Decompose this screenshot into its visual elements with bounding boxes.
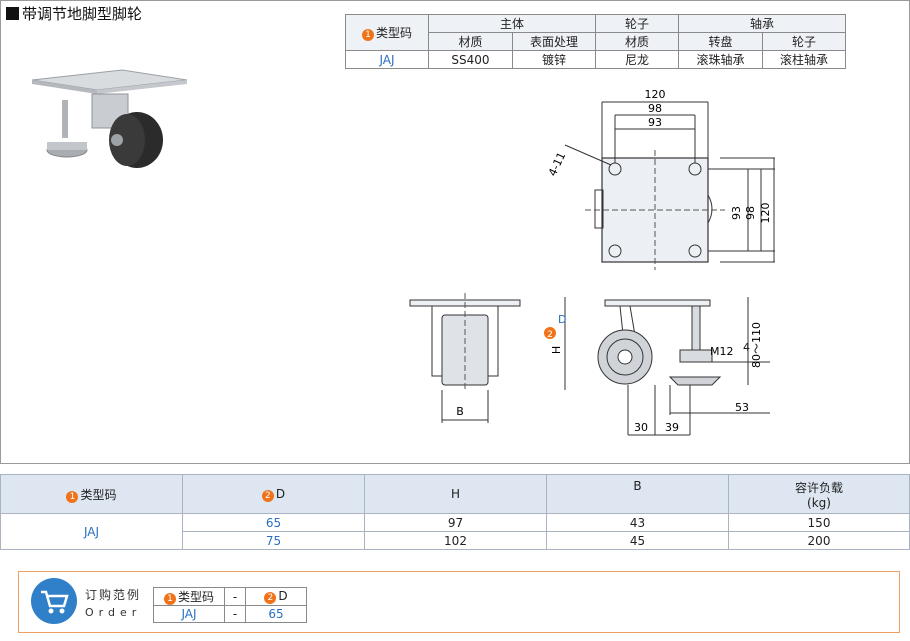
main-cell-D-2: 75 (182, 531, 365, 550)
order-model-label: 类型码 (177, 590, 214, 604)
dim-120-side: 120 (759, 203, 772, 224)
main-cell-B-1: 43 (546, 513, 729, 532)
label-H: H (550, 346, 563, 354)
title-text: 带调节地脚型脚轮 (22, 5, 143, 23)
spec-cell-surface: 镀锌 (512, 50, 596, 69)
dim-80-110: 80～110 (750, 322, 763, 368)
badge-one-order: 1 (163, 593, 176, 605)
spec-sub-wheel: 轮子 (762, 32, 846, 51)
spec-header-wheel: 轮子 (595, 14, 679, 33)
order-title: 订购范例 (85, 588, 142, 602)
main-cell-H-2: 102 (364, 531, 547, 550)
title-square-icon (6, 7, 19, 20)
main-cell-model: JAJ (0, 513, 183, 550)
label-D: D (558, 313, 566, 326)
order-value-D: 65 (245, 605, 307, 623)
main-header-H: H (364, 474, 547, 514)
dim-98-side: 98 (744, 206, 757, 220)
spec-sub-surface: 表面处理 (512, 32, 596, 51)
badge-one: 1 (361, 29, 374, 41)
badge-two-drawing (544, 327, 556, 339)
order-subtitle: Order (85, 606, 142, 619)
technical-drawing: 120 98 93 4-11 93 98 120 B H 2 D 4 80～11… (409, 88, 775, 436)
spec-header-bearing: 轴承 (678, 14, 846, 33)
main-model-label: 类型码 (80, 487, 117, 502)
badge-two-order: 2 (264, 592, 277, 604)
caster-product-image (31, 69, 188, 168)
main-cell-load-2: 200 (728, 531, 910, 550)
main-load-label: 容许负载 (794, 480, 843, 495)
dim-M12: M12 (710, 345, 734, 358)
badge-one-main: 1 (66, 490, 79, 503)
spec-cell-turntable: 滚珠轴承 (678, 50, 763, 69)
spec-header-body: 主体 (428, 14, 596, 33)
main-cell-B-2: 45 (546, 531, 729, 550)
main-header-B: B (546, 474, 729, 514)
order-header-dash: - (224, 587, 246, 606)
badge-two-text: 2 (547, 330, 553, 340)
badge-two-main: 2 (261, 489, 274, 502)
spec-sub-wheel-material: 材质 (595, 32, 679, 51)
main-cell-D-1: 65 (182, 513, 365, 532)
label-B: B (456, 405, 464, 418)
order-D-label: D (278, 589, 288, 603)
page-title: 带调节地脚型脚轮 (6, 4, 142, 24)
dim-hole: 4-11 (546, 150, 568, 178)
spec-sub-turntable: 转盘 (678, 32, 763, 51)
order-value-dash: - (224, 605, 246, 623)
dim-39: 39 (665, 421, 679, 434)
spec-cell-material: SS400 (428, 50, 513, 69)
cart-icon (31, 578, 77, 624)
spec-cell-model: JAJ (345, 50, 429, 69)
dim-53: 53 (735, 401, 749, 414)
dim-4: 4 (743, 341, 750, 354)
spec-sub-material: 材质 (428, 32, 513, 51)
main-cell-load-1: 150 (728, 513, 910, 532)
dim-120-top: 120 (645, 88, 666, 101)
dim-98-top: 98 (648, 102, 662, 115)
dim-30: 30 (634, 421, 648, 434)
dim-93-side: 93 (730, 206, 743, 220)
spec-cell-wheel-bearing: 滚柱轴承 (762, 50, 846, 69)
dim-93-top: 93 (648, 116, 662, 129)
order-value-model: JAJ (153, 605, 225, 623)
main-D-label: D (275, 486, 286, 501)
main-header-load: 容许负载(kg) (728, 474, 910, 514)
spec-cell-wheel-material: 尼龙 (595, 50, 679, 69)
main-load-unit: (kg) (807, 495, 831, 510)
main-cell-H-1: 97 (364, 513, 547, 532)
spec-model-label: 类型码 (375, 26, 412, 40)
